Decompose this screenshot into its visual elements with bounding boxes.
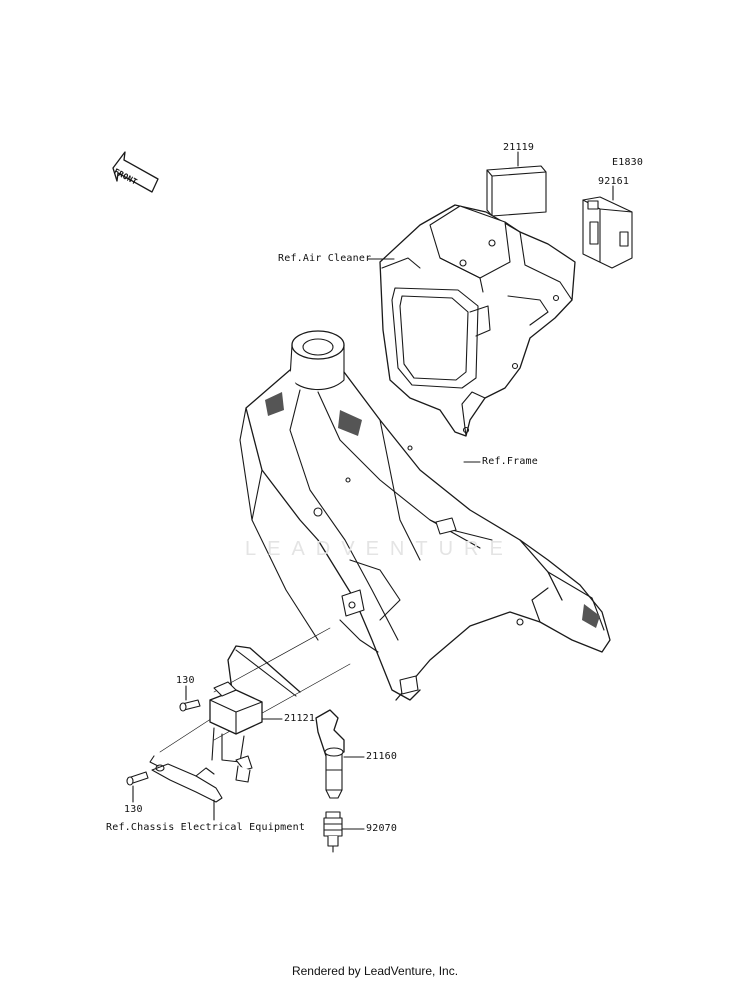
motorcycle-frame: [239, 330, 611, 701]
callout-ref-frame[interactable]: Ref.Frame: [482, 456, 538, 467]
callout-92161[interactable]: 92161: [598, 176, 630, 187]
coil-wire: [227, 645, 301, 693]
diagram-code: E1830: [612, 157, 644, 168]
watermark: LEADVENTURE: [245, 538, 514, 560]
part-21121-ignition-coil: [209, 681, 263, 783]
callout-ref-chassis[interactable]: Ref.Chassis Electrical Equipment: [106, 822, 306, 833]
callout-21160[interactable]: 21160: [366, 751, 398, 762]
part-130-bolt-bottom: [126, 771, 149, 786]
front-arrow-icon: [112, 151, 159, 193]
chassis-harness: [149, 755, 223, 803]
callout-130-bottom[interactable]: 130: [124, 804, 143, 815]
callout-21121[interactable]: 21121: [284, 713, 316, 724]
callout-21119[interactable]: 21119: [503, 142, 535, 153]
callout-130-top[interactable]: 130: [176, 675, 195, 686]
part-21119-pad: [486, 165, 547, 217]
part-92070-spark-plug: [323, 811, 343, 853]
footer-credit: Rendered by LeadVenture, Inc.: [291, 964, 459, 978]
part-21160-plug-cap: [315, 709, 345, 799]
callout-ref-air-cleaner[interactable]: Ref.Air Cleaner: [278, 253, 372, 264]
part-92161-box: [582, 196, 633, 269]
callout-92070[interactable]: 92070: [366, 823, 398, 834]
part-130-bolt-top: [179, 699, 201, 712]
air-cleaner-housing: [379, 204, 576, 437]
